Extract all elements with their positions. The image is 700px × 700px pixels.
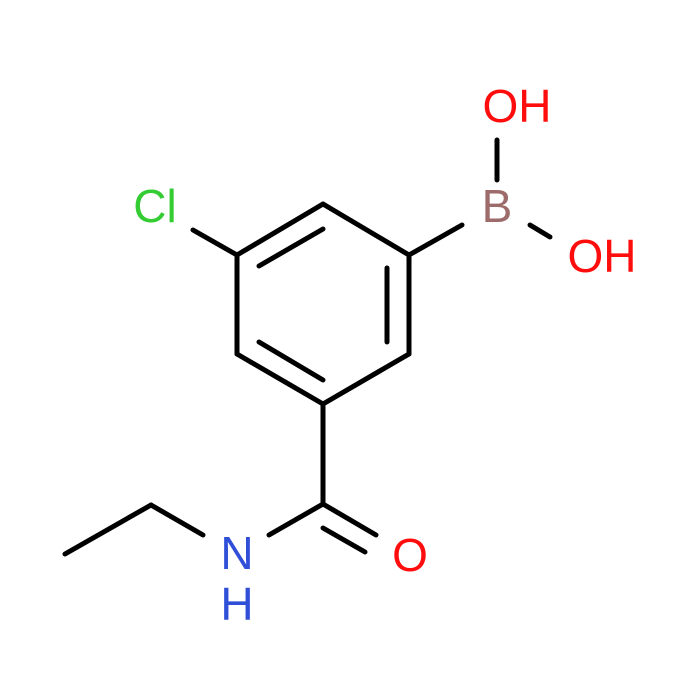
- bond-group: [62, 137, 553, 557]
- bond-carbonyl-c-o-inner: [320, 525, 368, 555]
- bond-carbonyl-c-o-outer: [320, 501, 379, 538]
- atom-label-chlorine: Cl: [133, 180, 176, 232]
- bond-ch2-ch3: [62, 502, 154, 557]
- atom-label-amide-hydrogen: H: [220, 578, 253, 630]
- atom-label-group: Cl B OH OH O N H: [133, 80, 636, 630]
- bond-n-ch2: [148, 502, 206, 538]
- bond-carbonyl-c-n: [266, 501, 326, 538]
- ring-bond-c4-c5: [234, 351, 326, 407]
- atom-label-boron: B: [482, 180, 513, 232]
- ring-bond-c3-c4: [320, 351, 412, 407]
- bond-c-cl: [190, 227, 240, 258]
- ring-inner-double-bond-top: [256, 226, 326, 269]
- atom-label-hydroxyl-top: OH: [483, 80, 552, 132]
- atom-label-hydroxyl-right: OH: [568, 230, 637, 282]
- ring-bond-c6-c1: [234, 201, 326, 258]
- ring-bond-c1-c2: [320, 201, 412, 258]
- ring-inner-double-bond-bottom: [256, 339, 326, 383]
- atom-label-carbonyl-oxygen: O: [392, 529, 428, 581]
- atom-label-nitrogen: N: [220, 527, 253, 579]
- bond-b-oh-right: [527, 222, 553, 240]
- bond-c-b: [406, 222, 465, 258]
